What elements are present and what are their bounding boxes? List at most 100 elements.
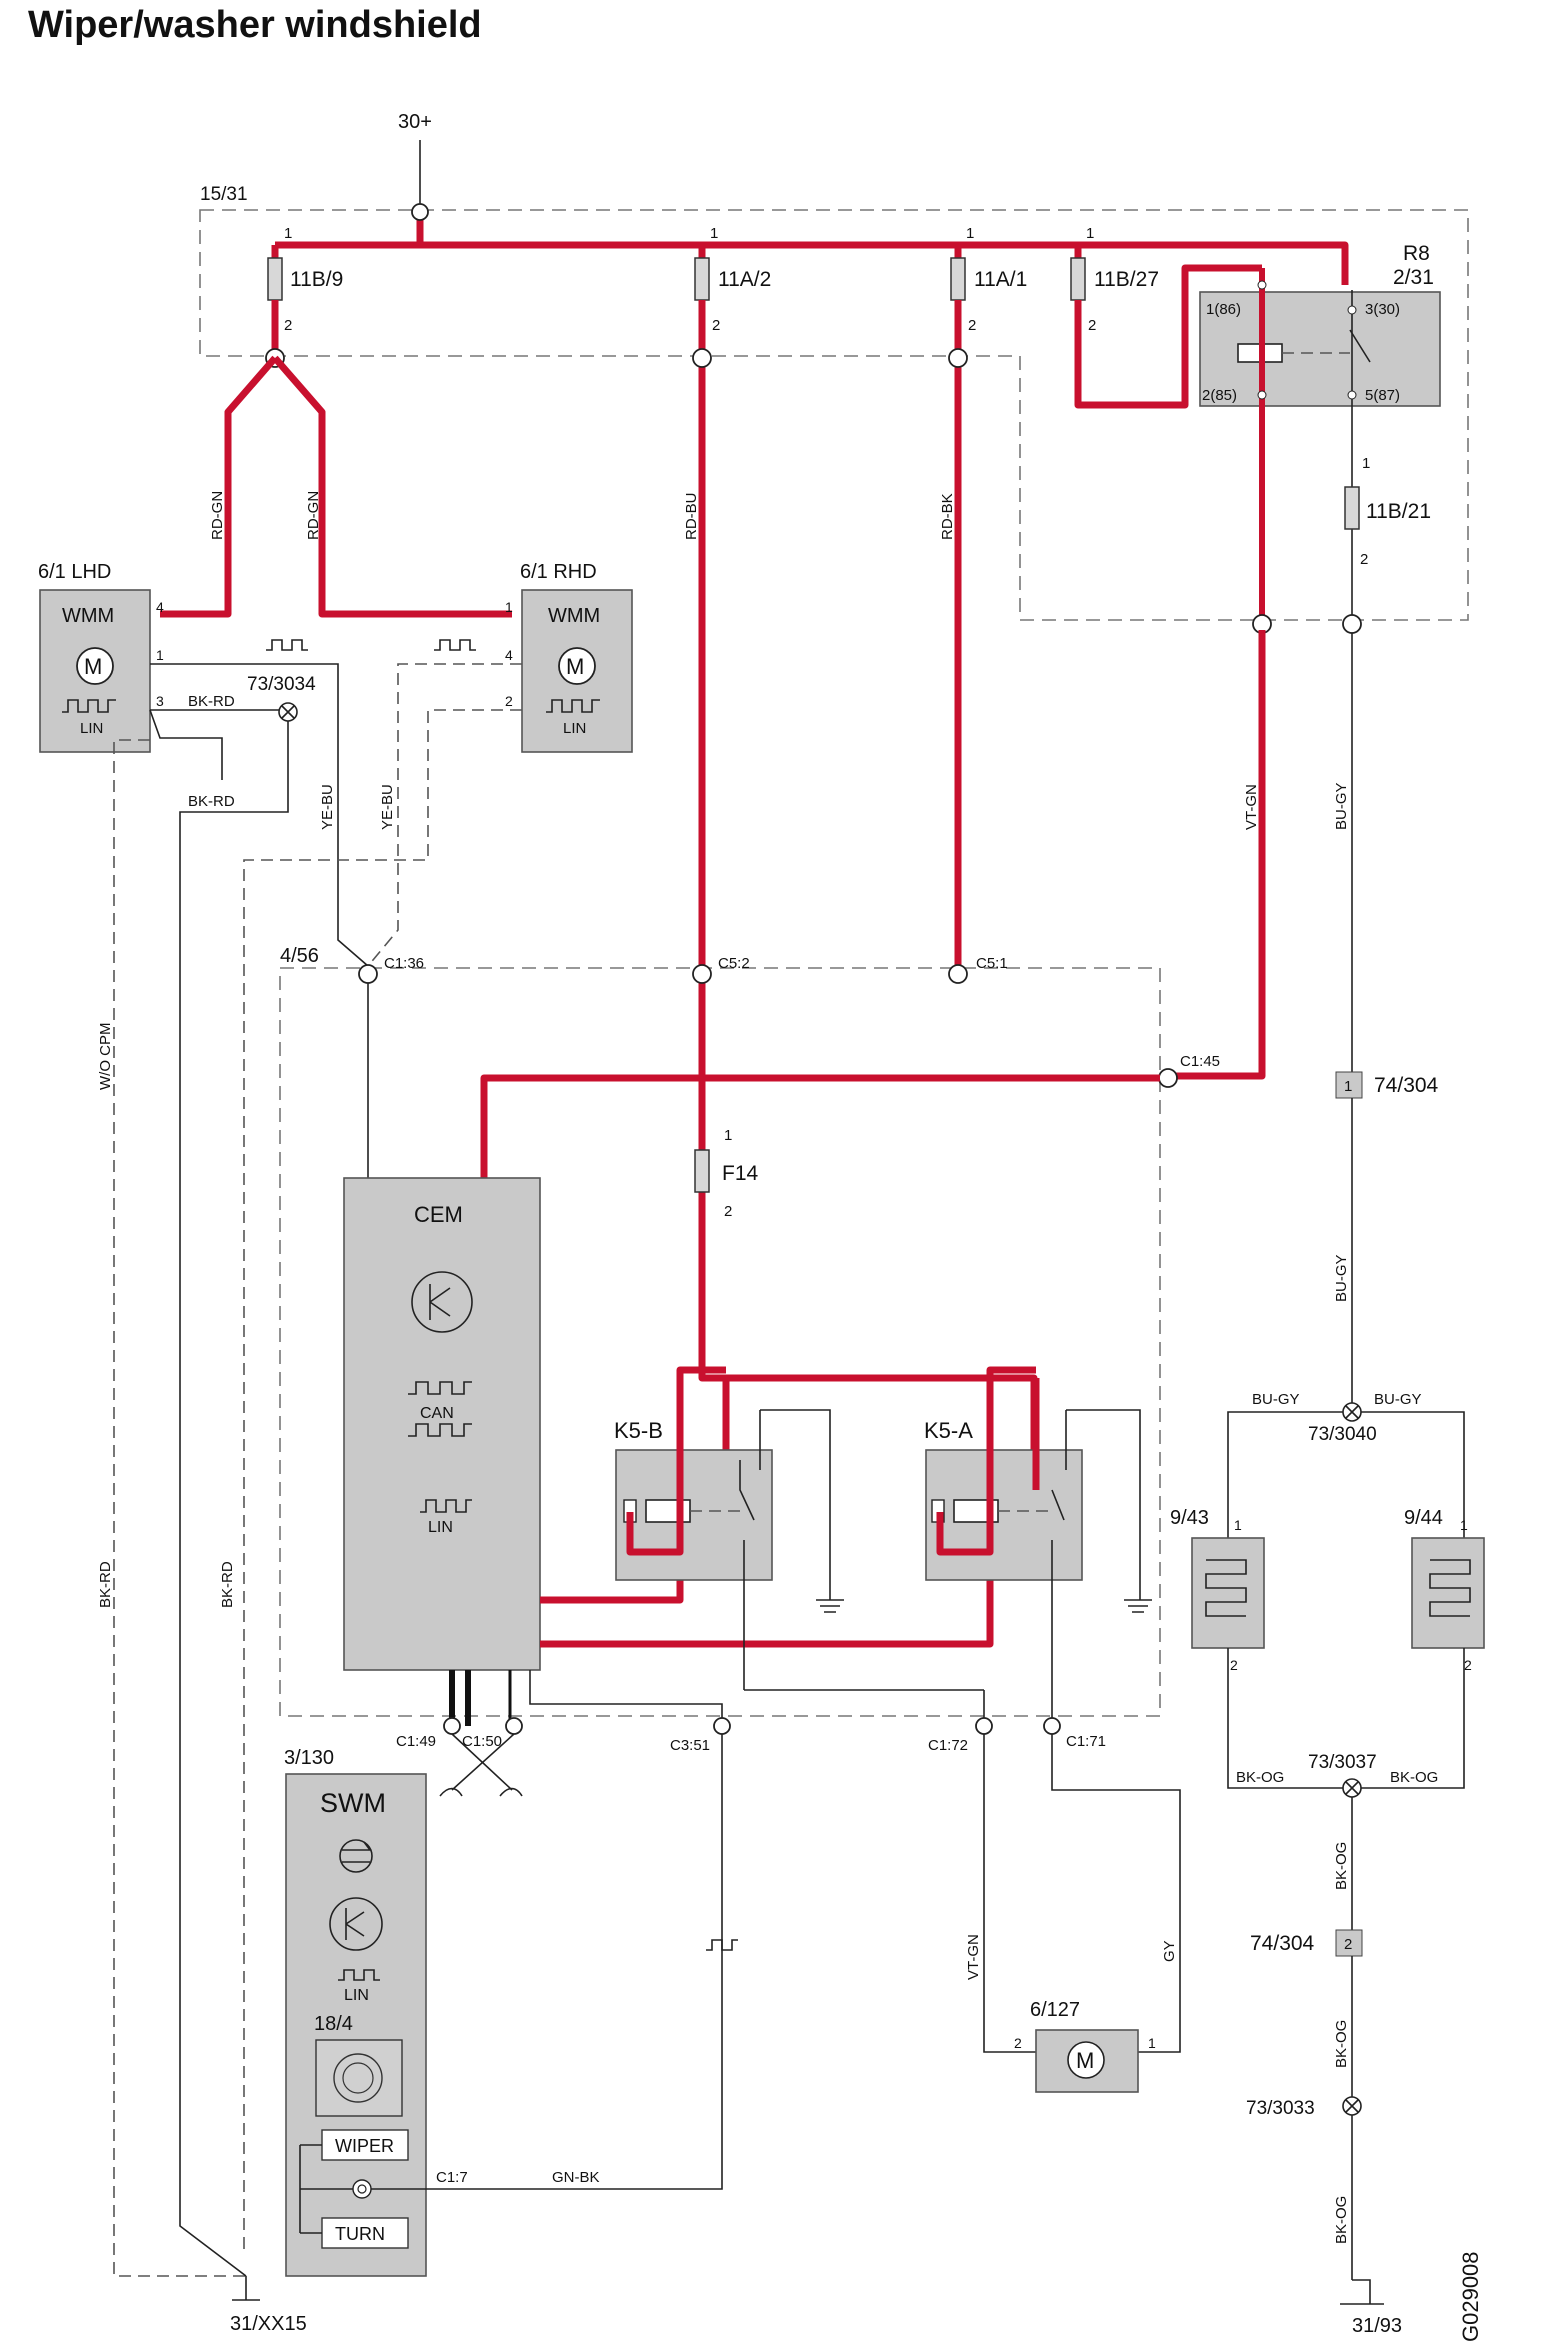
svg-text:BU-GY: BU-GY [1374,1391,1422,1408]
svg-text:M: M [84,654,102,679]
svg-text:VT-GN: VT-GN [1243,784,1260,830]
fuse-11b21 [1344,486,1360,530]
fuse-f14-label: F14 [722,1162,759,1185]
svg-text:C1:7: C1:7 [436,2169,468,2186]
svg-text:BK-RD: BK-RD [97,1561,114,1608]
svg-text:2: 2 [1014,2035,1022,2051]
svg-text:3: 3 [156,693,164,709]
svg-text:BU-GY: BU-GY [1333,1254,1350,1302]
svg-text:C1:50: C1:50 [462,1733,502,1750]
svg-text:1: 1 [284,225,292,242]
svg-text:1(86): 1(86) [1206,301,1241,318]
svg-text:GN-BK: GN-BK [552,2169,600,2186]
svg-text:2: 2 [724,1203,732,1220]
svg-text:LIN: LIN [344,1987,369,2004]
svg-text:2: 2 [968,317,976,334]
svg-text:WMM: WMM [548,605,600,627]
svg-text:BK-RD: BK-RD [188,693,235,710]
svg-text:BK-OG: BK-OG [1236,1769,1284,1786]
relay-k5a [925,1449,1083,1581]
relay-name: R8 [1403,242,1430,265]
svg-text:5(87): 5(87) [1365,387,1400,404]
relay-k5b [615,1449,773,1581]
cem-box-id: 4/56 [280,945,319,967]
svg-text:BU-GY: BU-GY [1252,1391,1300,1408]
ground-93-label: 31/93 [1352,2315,1402,2337]
svg-text:C1:71: C1:71 [1066,1733,1106,1750]
svg-text:2: 2 [1088,317,1096,334]
svg-text:73/3034: 73/3034 [247,674,316,695]
svg-text:1: 1 [1460,1517,1468,1533]
cem-box-outline [279,967,1161,1717]
wmm-rhd-id: 6/1 RHD [520,561,597,583]
svg-text:2: 2 [712,317,720,334]
heater-right [1411,1537,1485,1649]
fuse-11b9 [267,257,283,301]
svg-text:BK-OG: BK-OG [1333,2020,1350,2068]
svg-text:GY: GY [1161,1940,1178,1962]
svg-text:M: M [566,654,584,679]
swm-id: 3/130 [284,1747,334,1769]
switch-id: 18/4 [314,2013,353,2035]
svg-text:TURN: TURN [335,2224,385,2244]
svg-text:2: 2 [284,317,292,334]
wiper-button [321,2129,409,2161]
svg-text:73/3033: 73/3033 [1246,2098,1315,2119]
svg-text:C3:51: C3:51 [670,1737,710,1754]
heater-left [1191,1537,1265,1649]
svg-text:BK-RD: BK-RD [219,1561,236,1608]
pump-id: 6/127 [1030,1999,1080,2021]
svg-text:C1:49: C1:49 [396,1733,436,1750]
svg-text:YE-BU: YE-BU [319,784,336,830]
svg-text:1: 1 [1362,455,1370,472]
svg-text:1: 1 [724,1127,732,1144]
svg-text:74/304: 74/304 [1250,1932,1315,1955]
diagram-title: Wiper/washer windshield [28,4,482,46]
svg-text:RD-BU: RD-BU [683,493,700,541]
k5a-label: K5-A [924,1418,973,1443]
relay-id: 2/31 [1393,266,1434,289]
svg-text:2: 2 [1360,551,1368,568]
svg-text:4: 4 [156,599,164,615]
fuse-11a2 [694,257,710,301]
heater-left-id: 9/43 [1170,1507,1209,1529]
svg-text:73/3040: 73/3040 [1308,1424,1377,1445]
svg-text:M: M [1076,2048,1094,2073]
svg-text:BU-GY: BU-GY [1333,782,1350,830]
svg-text:1: 1 [710,225,718,242]
fuse-11a2-label: 11A/2 [718,268,771,291]
svg-text:BK-OG: BK-OG [1390,1769,1438,1786]
svg-text:BK-RD: BK-RD [188,793,235,810]
svg-text:WIPER: WIPER [335,2136,394,2156]
svg-text:1: 1 [505,599,513,615]
svg-text:LIN: LIN [428,1519,453,1536]
fuse-box-label: 15/31 [200,184,248,205]
svg-text:3(30): 3(30) [1365,301,1400,318]
svg-text:1: 1 [156,647,164,663]
junction-74304-2 [1335,1929,1363,1957]
svg-text:C1:72: C1:72 [928,1737,968,1754]
svg-text:W/O CPM: W/O CPM [97,1023,114,1091]
svg-text:RD-GN: RD-GN [209,491,226,540]
heater-right-id: 9/44 [1404,1507,1443,1529]
svg-text:CEM: CEM [414,1202,463,1227]
svg-text:1: 1 [1344,1078,1352,1095]
fuse-11a1 [950,257,966,301]
supply-label: 30+ [398,111,432,133]
svg-text:C5:1: C5:1 [976,955,1008,972]
supply-node [411,203,429,221]
svg-text:1: 1 [1086,225,1094,242]
svg-text:VT-GN: VT-GN [965,1934,982,1980]
svg-text:LIN: LIN [80,720,103,737]
svg-text:RD-BK: RD-BK [939,493,956,540]
svg-text:2(85): 2(85) [1202,387,1237,404]
svg-text:BK-OG: BK-OG [1333,2196,1350,2244]
ground-xx15-label: 31/XX15 [230,2313,307,2335]
svg-text:C1:36: C1:36 [384,955,424,972]
fuse-11b21-label: 11B/21 [1366,500,1431,523]
svg-text:CAN: CAN [420,1405,454,1422]
wmm-lhd-id: 6/1 LHD [38,561,111,583]
figure-id: G029008 [1458,2251,1483,2342]
fuse-f14 [694,1149,710,1193]
